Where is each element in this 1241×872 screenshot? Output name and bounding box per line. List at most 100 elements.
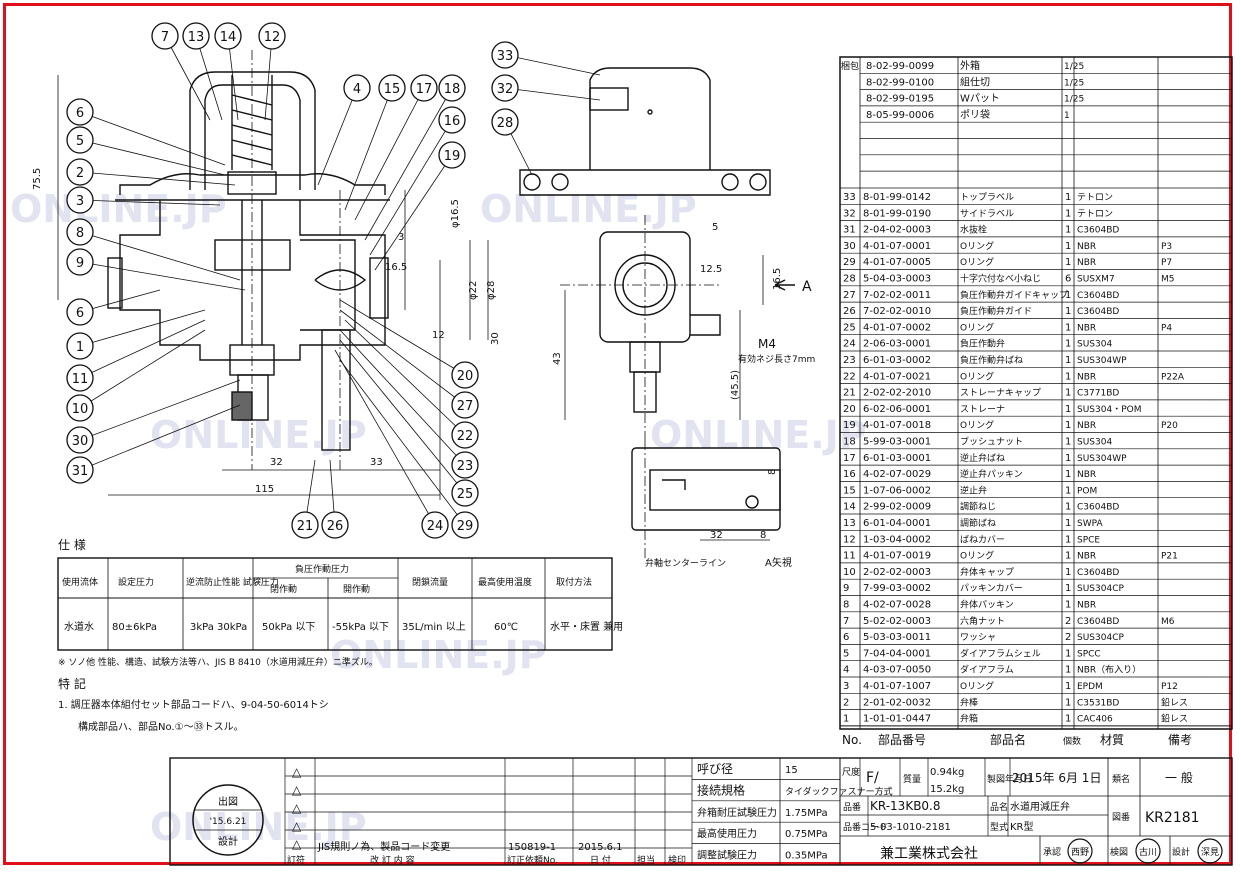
part-no: 28 <box>843 274 856 285</box>
part-no: 22 <box>843 371 856 382</box>
part-name: 負圧作動弁 <box>960 338 1005 350</box>
balloon-number: 21 <box>297 519 314 534</box>
part-code: 4-03-07-0050 <box>863 665 931 676</box>
balloon-number: 23 <box>457 459 474 474</box>
spec-cell: 60℃ <box>494 622 518 633</box>
part-name: 逆止弁ばね <box>960 452 1005 464</box>
company-name: 兼工業株式会社 <box>880 846 978 862</box>
part-no: 11 <box>843 551 856 562</box>
part-code: 6-01-03-0001 <box>863 453 931 464</box>
part-material: NBR <box>1077 470 1096 480</box>
part-code: 1-03-04-0002 <box>863 534 931 545</box>
balloon-circle <box>451 421 479 449</box>
part-no: 10 <box>843 567 856 578</box>
part-code: 5-99-03-0001 <box>863 437 931 448</box>
design-label: 設計 <box>1172 846 1190 858</box>
scale-label: 尺度 <box>842 766 860 778</box>
title-frame <box>169 757 1233 866</box>
part-no: 24 <box>843 339 856 350</box>
spec-header: 使用流体 <box>62 576 98 588</box>
part-code: 4-01-07-0018 <box>863 420 931 431</box>
parts-header: 材質 <box>1100 732 1124 747</box>
part-material: SUS304CP <box>1077 584 1124 594</box>
rule-line <box>339 359 466 526</box>
watermark: ONLINE.JP <box>330 633 547 677</box>
balloon-number: 20 <box>457 369 474 384</box>
code-value: 5-03-1010-2181 <box>870 822 951 833</box>
balloon-number: 19 <box>444 149 461 164</box>
rule-line <box>79 404 241 471</box>
part-note: P7 <box>1161 258 1172 268</box>
seal-name: 古川 <box>1139 846 1157 858</box>
part-no: 29 <box>843 257 856 268</box>
rule-line <box>374 154 453 271</box>
revision-marker: △ <box>292 765 302 779</box>
part-qty: 1 <box>1065 437 1071 448</box>
section-view <box>57 50 489 500</box>
part-no: 12 <box>843 534 856 545</box>
part-no: 21 <box>843 388 856 399</box>
personal-seal <box>1197 838 1223 864</box>
balloon-number: 17 <box>416 82 433 97</box>
rule-line <box>164 35 211 121</box>
part-no: 30 <box>843 241 856 252</box>
rule-line <box>364 87 453 241</box>
part-name: 逆止弁パッキン <box>960 468 1023 480</box>
revision-marker: △ <box>292 819 302 833</box>
rule-line <box>195 35 223 121</box>
part-name: Oリング <box>960 240 994 252</box>
revision-date: 2015.6.1 <box>578 842 623 853</box>
part-qty: 1 <box>1065 551 1071 562</box>
rule-line <box>344 87 393 211</box>
part-no: 14 <box>843 502 856 513</box>
part-name: サイドラベル <box>960 208 1014 219</box>
part-code: 2-06-03-0001 <box>863 339 931 350</box>
part-no: 16 <box>843 469 856 480</box>
part-name: ブッシュナット <box>960 436 1023 448</box>
balloon-number: 3 <box>76 194 84 209</box>
revision-header: 訂符 <box>287 854 305 866</box>
part-qty: 1 <box>1065 290 1071 301</box>
rule-line <box>504 54 601 76</box>
balloon-number: 4 <box>353 82 361 97</box>
spec-header: 負圧作動圧力 <box>295 563 349 575</box>
part-no: 26 <box>843 306 856 317</box>
part-qty: 1 <box>1065 339 1071 350</box>
part-name: ストレーナ <box>960 404 1005 415</box>
revision-no: 150819-1 <box>508 842 556 853</box>
part-name: ワッシャ <box>960 633 996 643</box>
part-note: P12 <box>1161 682 1178 692</box>
part-no: 25 <box>843 322 856 333</box>
remark-line: 構成部品ハ、部品No.①〜㉝トスル。 <box>78 720 244 733</box>
balloon-number: 31 <box>72 464 89 479</box>
revision-text: JIS規則ノ為、製品コード変更 <box>317 840 450 853</box>
part-code: 5-02-02-0003 <box>863 616 931 627</box>
part-code: 4-01-07-0001 <box>863 241 931 252</box>
revision-header: 改 訂 内 容 <box>370 854 415 866</box>
part-qty: 1 <box>1065 208 1071 219</box>
spec-subheader: 閉作動 <box>270 583 297 595</box>
mass-label: 質量 <box>903 773 921 785</box>
balloon-number: 6 <box>76 306 84 321</box>
revision-header: 検印 <box>668 854 686 866</box>
spec-prop-label: 調整試験圧力 <box>697 849 757 862</box>
rule-line <box>79 289 161 313</box>
part-qty: 1 <box>1065 534 1071 545</box>
parts-header: No. <box>842 733 862 747</box>
spec-cell: 35L/min 以上 <box>402 621 466 633</box>
balloon-circle <box>66 158 94 186</box>
part-code: 2-01-02-0032 <box>863 697 931 708</box>
part-no: 32 <box>843 208 856 219</box>
mass-gross: 15.2kg <box>930 784 964 795</box>
part-material: C3771BD <box>1077 389 1119 399</box>
part-code: 6-01-04-0001 <box>863 518 931 529</box>
spec-prop-value: タイダックファスナー方式 <box>785 785 893 797</box>
rule-line <box>339 309 466 406</box>
spec-prop-value: 1.75MPa <box>785 808 828 819</box>
part-no: 20 <box>843 404 856 415</box>
dim-phi28: φ28 <box>486 281 497 300</box>
part-code: 8-01-99-0190 <box>863 208 931 219</box>
part-note: P20 <box>1161 421 1178 431</box>
